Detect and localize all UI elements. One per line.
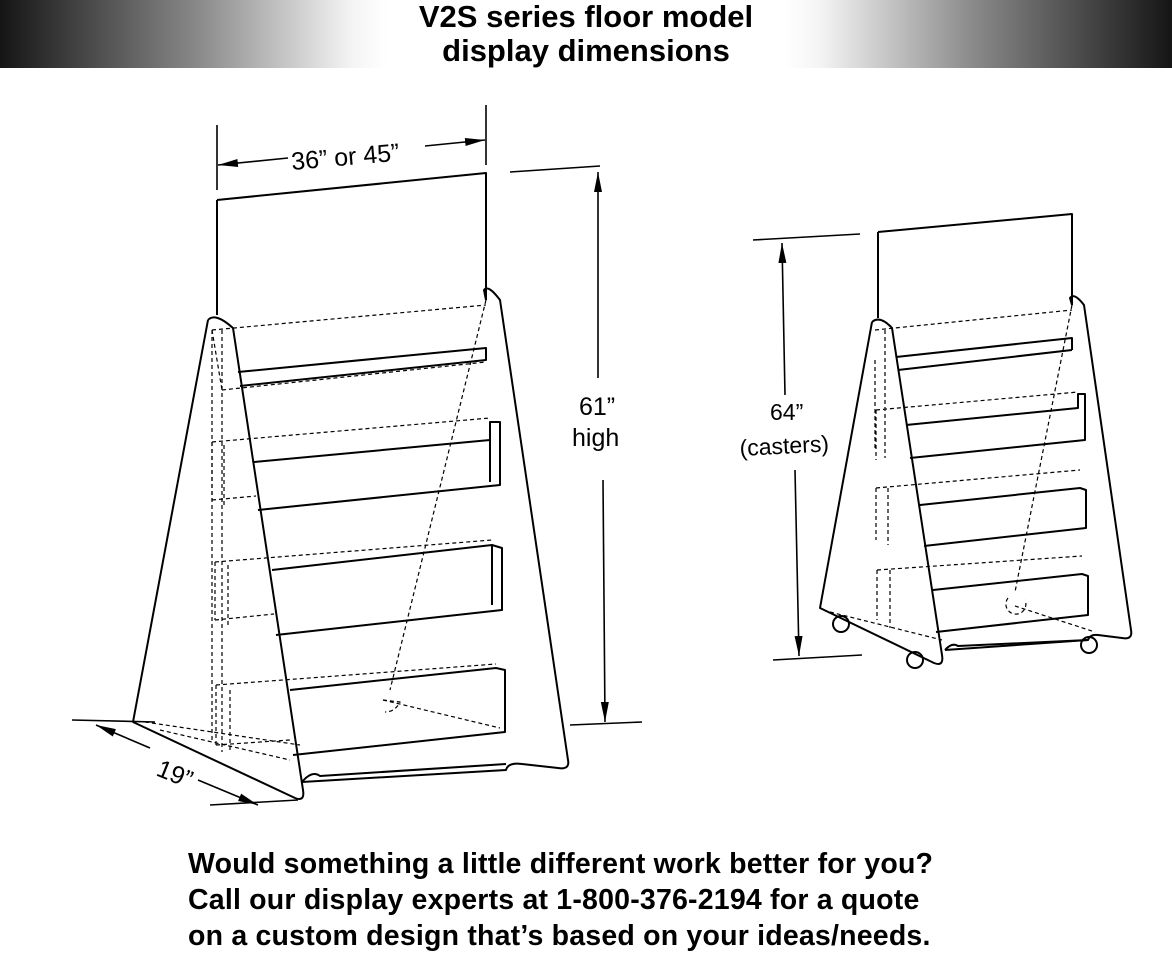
caster-shelf-2 (905, 393, 1086, 459)
title-line-2: display dimensions (442, 33, 730, 68)
large-shelf-4 (289, 667, 506, 756)
large-height-dimension (509, 165, 643, 726)
footer-contact-text: Would something a little different work … (188, 846, 1148, 954)
caster-right-side-panel (944, 295, 1133, 651)
large-shelf-1 (237, 347, 487, 387)
large-base-cut (301, 763, 507, 783)
large-hidden-post (211, 330, 223, 752)
footer-line-1: Would something a little different work … (188, 848, 934, 880)
large-hidden-brace (382, 299, 487, 713)
caster-left-side-panel (819, 318, 944, 665)
casters-dimension-word: (casters) (739, 430, 830, 461)
large-depth-dimension (71, 719, 299, 806)
large-width-dimension (216, 105, 487, 190)
large-hidden-shelf-1 (211, 304, 487, 391)
width-dimension-label: 36” or 45” (290, 139, 400, 176)
height-arrow-down (600, 479, 609, 723)
caster-hidden-shelves (874, 309, 1083, 628)
caster-arrow-down (794, 469, 803, 657)
large-right-side-panel (301, 287, 570, 783)
caster-header-panel (877, 213, 1073, 318)
caster-height-dimension (752, 233, 863, 661)
header-gradient-bar (0, 0, 1172, 68)
width-arrow-left (217, 157, 289, 167)
footer-line-3: on a custom design that’s based on your … (188, 920, 931, 952)
caster-arrow-up (778, 242, 787, 396)
large-hidden-shelf-3 (214, 539, 493, 625)
casters-dimension-value: 64” (770, 399, 803, 425)
large-shelf-3 (271, 544, 503, 636)
caster-hidden-brace (1005, 304, 1073, 615)
caster-shelf-3 (919, 487, 1087, 547)
caster-shelf-4 (932, 573, 1089, 633)
depth-arrow-up (95, 724, 151, 749)
footer-line-2: Call our display experts at 1-800-376-21… (188, 884, 920, 916)
large-hidden-base (144, 699, 501, 761)
depth-arrow-down (197, 779, 259, 806)
large-hidden-shelf-2 (211, 417, 491, 505)
height-dimension-word: high (572, 424, 619, 452)
depth-dimension-label: 19” (153, 755, 197, 794)
title-line-1: V2S series floor model (418, 0, 754, 34)
caster-base-cut (944, 639, 1089, 651)
large-display-unit (71, 105, 643, 806)
large-left-side-panel (132, 316, 305, 800)
large-header-panel (216, 172, 487, 315)
caster-wheel-front-left (906, 651, 924, 669)
large-hidden-shelf-4 (215, 663, 497, 750)
caster-hidden-base (829, 605, 1096, 641)
page-title: V2S series floor model display dimension… (0, 0, 1172, 68)
caster-wheel-front-right (1080, 636, 1098, 654)
caster-shelf-1 (895, 337, 1073, 371)
caster-display-unit (752, 213, 1133, 669)
height-dimension-value: 61” (579, 393, 615, 421)
caster-wheel-rear-left (832, 615, 850, 633)
width-arrow-right (424, 138, 486, 147)
